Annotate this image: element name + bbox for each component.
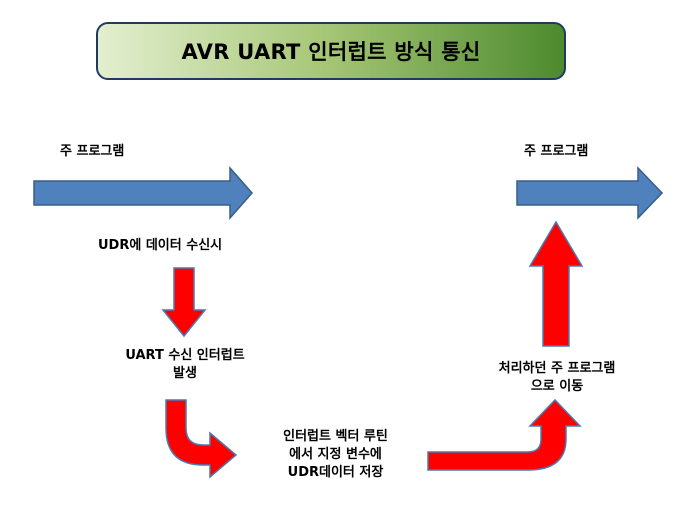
main-program-left-text: 주 프로그램 [60,144,125,159]
return-line2: 으로 이동 [530,379,584,394]
diagram-title: AVR UART 인터럽트 방식 통신 [181,40,481,64]
return-line1: 처리하던 주 프로그램 [498,361,616,376]
title-box: AVR UART 인터럽트 방식 통신 [96,22,566,80]
vector-routine-line3: UDR데이터 저장 [287,465,384,480]
udr-receive-label: UDR에 데이터 수신시 [98,237,222,255]
udr-receive-text: UDR에 데이터 수신시 [98,238,223,253]
vector-routine-line2: 에서 지정 변수에 [289,447,382,462]
up-arrow-red [528,220,584,347]
main-program-label-left: 주 프로그램 [60,143,124,161]
curved-up-arrow-red [427,398,582,471]
uart-interrupt-line2: 발생 [173,366,197,381]
main-program-arrow-right [516,166,664,220]
main-program-right-text: 주 프로그램 [524,144,589,159]
vector-routine-label: 인터럽트 벡터 루틴 에서 지정 변수에 UDR데이터 저장 [253,428,418,482]
uart-interrupt-label: UART 수신 인터럽트 발생 [96,347,274,383]
main-program-arrow-left [33,166,253,220]
down-arrow-red [161,267,207,338]
curved-arrow-red [165,399,238,479]
vector-routine-line1: 인터럽트 벡터 루틴 [283,429,388,444]
uart-interrupt-line1: UART 수신 인터럽트 [125,348,245,363]
main-program-label-right: 주 프로그램 [524,143,588,161]
return-label: 처리하던 주 프로그램 으로 이동 [462,360,652,396]
